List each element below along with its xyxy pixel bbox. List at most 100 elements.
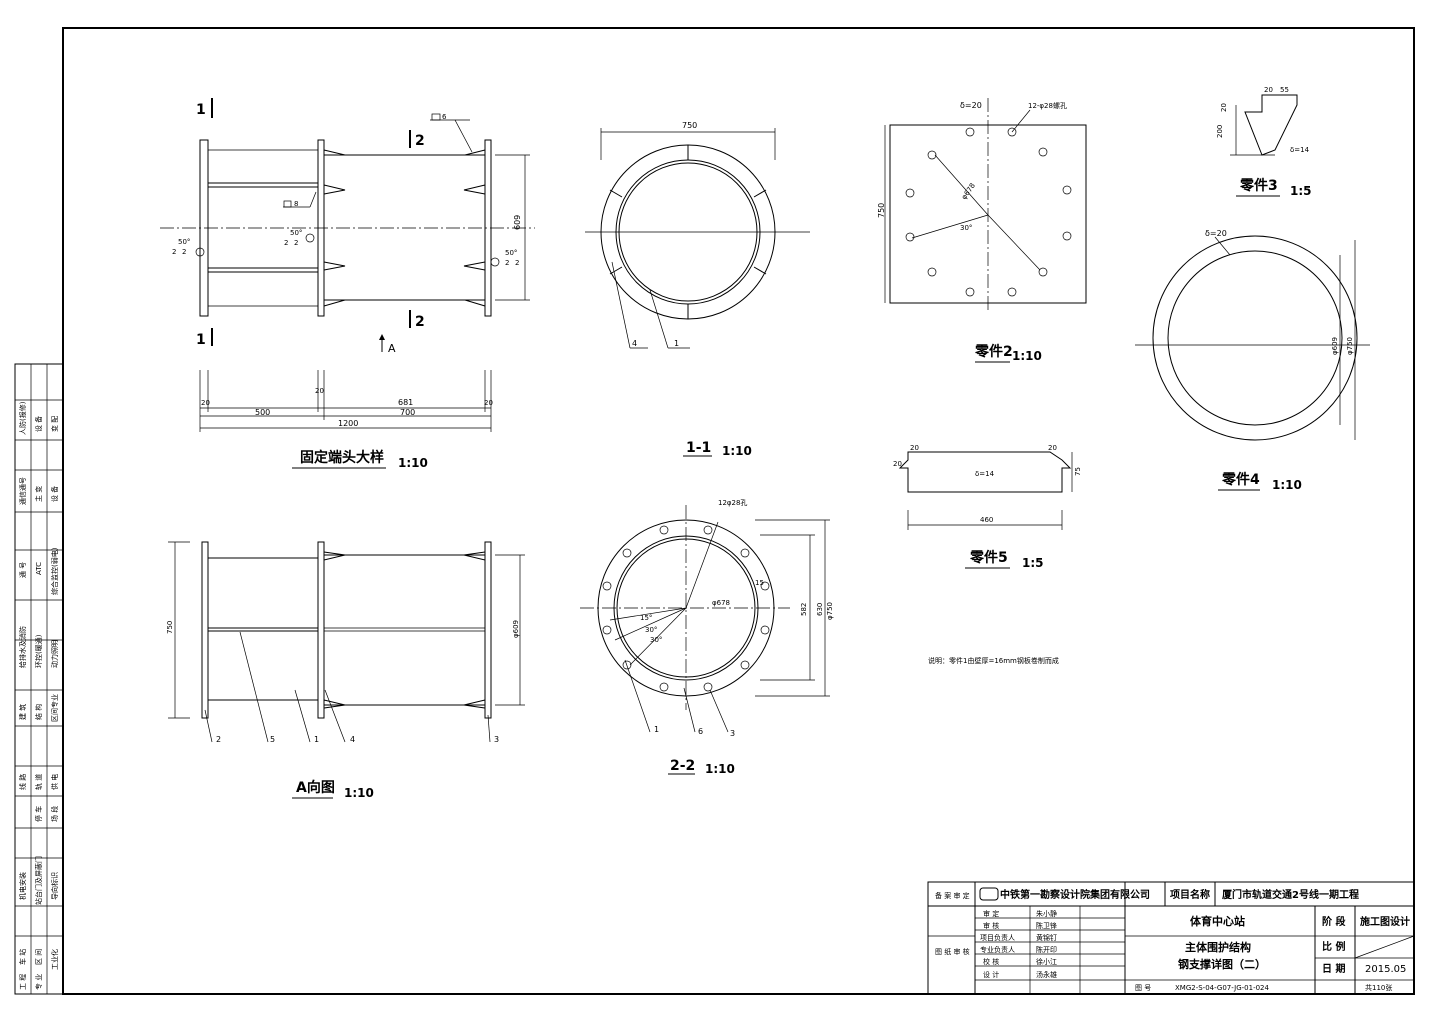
part2-angle: 30° [960,224,972,232]
weld-2d: 2 [294,239,298,247]
part5-75: 75 [1074,467,1082,476]
strip-r9b: 区 间 [35,949,43,965]
part3-thickness: δ=14 [1290,146,1310,154]
strip-r1b: 设 备 [34,416,43,432]
fixed-end-title: 固定端头大样 [300,449,384,466]
strip-r5b: 结 构 [34,704,43,720]
strip-r10b: 专 业 [34,974,43,990]
strip-r4c: 动力照明 [50,640,59,668]
sec22-angle-a: 15° [640,614,652,622]
strip-r6b: 轨 道 [34,774,43,790]
org-logo [979,887,999,901]
section-mark-2-bottom: 2 [415,314,425,330]
tb-date: 2015.05 [1365,964,1406,975]
angle-50-left: 50° [178,238,190,246]
strip-r10a: 工 程 [18,974,27,990]
strip-r2b: 主 变 [34,486,43,502]
tb-role-3: 专业负责人 [980,945,1015,954]
strip-r5c: 区间专业 [50,694,59,722]
strip-r2a: 通信通号 [18,477,27,505]
dim-609: 609 [513,215,522,230]
dim-20a: 20 [201,399,210,407]
sec22-angle-c: 30° [650,636,662,644]
weld-6: 6 [442,113,447,121]
tb-project: 厦门市轨道交通2号线一期工程 [1222,888,1359,901]
part3-scale: 1:5 [1290,184,1312,198]
callout-1: 1 [674,339,679,348]
strip-r4a: 给排水及消防 [18,626,27,668]
fixed-end-detail: 609 1 1 2 2 A 6 8 50° 2 2 50° 2 2 50° 2 … [160,98,535,470]
fixed-end-scale: 1:10 [398,456,428,470]
part3-title: 零件3 [1239,177,1278,194]
section-2-2: φ678 12φ28孔 15 15° 30° 30° 582 630 φ750 … [580,499,834,776]
tb-name-1: 陈卫锋 [1036,921,1057,930]
strip-r9c: 工业化 [50,949,59,970]
strip-r7a: 停 车 [34,806,43,822]
strip-r3c: 综合监控(弱电) [50,547,59,595]
part2-scale: 1:10 [1012,349,1042,363]
part5-title: 零件5 [969,549,1008,566]
left-sign-strip: 人防(报修) 设 备 变 配 通信通号 主 变 设 备 通 号 ATC 综合监控… [14,363,64,995]
section-1-1-scale: 1:10 [722,444,752,458]
tb-scale-label: 比 例 [1322,940,1345,953]
part5-460: 460 [980,516,993,524]
view-a-callout-1: 1 [314,735,319,744]
tb-no: XMG2-S-04-G07-JG-01-024 [1175,984,1269,992]
part2-diam: φ678 [960,182,977,201]
view-a-callout-4: 4 [350,735,355,744]
sec22-750: φ750 [826,602,834,620]
strip-r6a: 线 路 [18,774,27,790]
tb-role-2: 项目负责人 [980,933,1015,942]
strip-r7b: 场 段 [50,806,59,822]
tb-role-4: 校 核 [983,957,999,966]
tb-name-0: 朱小静 [1036,909,1057,918]
strip-r2c: 设 备 [50,486,59,502]
callout-4: 4 [632,339,637,348]
tb-sign-label: 图 纸 审 核 [935,947,970,956]
sec22-callout-1: 1 [654,725,659,734]
tb-name-3: 陈开印 [1036,945,1057,954]
section-mark-1-top: 1 [196,102,206,118]
tb-drawing2: 钢支撑详图（二） [1178,957,1266,971]
section-mark-1-bottom: 1 [196,332,206,348]
strip-r3b: ATC [35,562,43,575]
dim-500: 500 [255,408,270,417]
title-block: 备 案 审 定 图 纸 审 核 中铁第一勘察设计院集团有限公司 项目名称 厦门市… [927,881,1415,995]
view-a-750: 750 [166,621,174,634]
weld-2a: 2 [172,248,176,256]
dim-20b: 20 [315,387,324,395]
view-a: 750 φ609 2 5 1 4 3 A向图 1:10 [166,541,525,800]
tb-no-label: 图 号 [1135,984,1151,992]
sec22-15: 15 [755,579,764,587]
tb-project-label: 项目名称 [1170,888,1210,901]
view-a-scale: 1:10 [344,786,374,800]
dim-1200: 1200 [338,419,358,428]
tb-role-1: 审 核 [983,921,999,930]
tb-drawing1: 主体围护结构 [1185,940,1251,954]
part4-609: φ609 [1331,337,1339,355]
part-4: φ609 φ750 δ=20 零件4 1:10 [1135,229,1370,492]
tb-phase: 施工图设计 [1360,915,1410,928]
part4-thickness: δ=20 [1205,229,1227,238]
sec22-callout-6: 6 [698,727,703,736]
part3-55: 55 [1280,86,1289,94]
strip-r9a: 车 站 [18,949,27,965]
sheet-border [62,27,1415,995]
section-2-2-scale: 1:10 [705,762,735,776]
part5-20a: 20 [910,444,919,452]
tb-name-4: 徐小江 [1036,957,1057,966]
sec22-678: φ678 [712,599,730,607]
strip-r1a: 人防(报修) [18,401,27,435]
tb-date-label: 日 期 [1322,962,1345,975]
part2-thickness: δ=20 [960,101,982,110]
sec22-582: 582 [800,603,808,616]
part5-thickness: δ=14 [975,470,995,478]
tb-org: 中铁第一勘察设计院集团有限公司 [1000,888,1150,901]
strip-r5a: 建 筑 [18,704,27,720]
view-a-609: φ609 [512,620,520,638]
angle-50-right: 50° [505,249,517,257]
tb-role-5: 设 计 [983,970,999,979]
strip-r8a: 机电安装 [18,872,27,900]
note: 说明：零件1由壁厚=16mm钢板卷制而成 [928,656,1059,665]
